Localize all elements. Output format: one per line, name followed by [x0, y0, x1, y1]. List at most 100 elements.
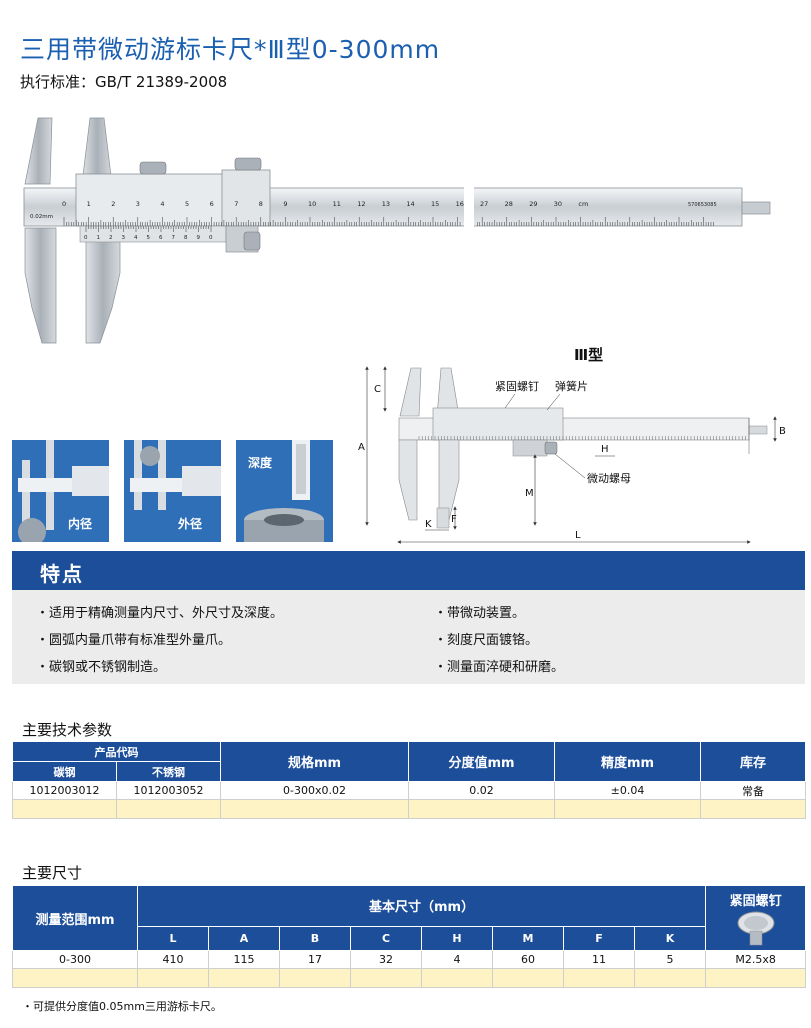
dim-label-f: F — [451, 514, 457, 525]
th-accuracy: 精度mm — [554, 741, 701, 782]
page-title: 三用带微动游标卡尺*Ⅲ型0-300mm — [20, 35, 441, 64]
vernier-number: 6 — [159, 235, 163, 241]
cell-stainless: 1012003052 — [116, 781, 221, 800]
features-header: 特点 — [12, 551, 805, 590]
features-title: 特点 — [40, 562, 84, 586]
cell-dim-c: 32 — [350, 950, 422, 969]
scale-number: 1 — [87, 200, 91, 208]
th-stock: 库存 — [700, 741, 806, 782]
scale-number: 7 — [234, 200, 238, 208]
th-dim-l: L — [137, 925, 209, 952]
photo-outer-diameter: 外径 — [124, 440, 221, 542]
th-dim-h: H — [421, 925, 493, 952]
feature-item: ・碳钢或不锈钢制造。 — [36, 660, 167, 675]
features-box: ・适用于精确测量内尺寸、外尺寸及深度。 ・带微动装置。 ・圆弧内量爪带有标准型外… — [12, 590, 805, 684]
th-product-code: 产品代码 — [12, 741, 221, 762]
dimension-diagram: A C M B L H K F 紧固螺钉 弹簧片 微动螺母 — [358, 366, 786, 544]
dim-label-k: K — [425, 519, 432, 530]
vernier-number: 9 — [197, 235, 201, 241]
cell-stock: 常备 — [700, 781, 806, 800]
scale-number: 2 — [111, 200, 115, 208]
tech-params-title: 主要技术参数 — [22, 721, 113, 739]
scale-number: cm — [578, 200, 588, 208]
photo-caption-depth: 深度 — [248, 456, 273, 470]
vernier-number: 1 — [97, 235, 101, 241]
scale-number: 5 — [185, 200, 189, 208]
scale-number: 29 — [529, 200, 537, 208]
dim-label-b: B — [779, 426, 786, 437]
footnote: ・可提供分度值0.05mm三用游标卡尺。 — [22, 1000, 222, 1013]
th-dim-f: F — [563, 925, 635, 952]
cell-screw: M2.5x8 — [705, 950, 807, 969]
scale-number: 4 — [160, 200, 164, 208]
cell-accuracy: ±0.04 — [554, 781, 701, 800]
dim-label-m: M — [525, 488, 534, 499]
cell-dim-l: 410 — [137, 950, 209, 969]
th-basic-dims: 基本尺寸（mm） — [136, 885, 707, 927]
photo-inner-diameter: 内径 — [12, 440, 109, 542]
diagram-type-label: Ⅲ型 — [574, 346, 604, 364]
dimensions-title: 主要尺寸 — [22, 864, 83, 882]
scale-number: 11 — [333, 200, 341, 208]
th-dim-m: M — [492, 925, 564, 952]
vernier-number: 5 — [147, 235, 151, 241]
vernier-number: 0 — [209, 235, 213, 241]
scale-number: 15 — [431, 200, 439, 208]
cell-dim-b: 17 — [279, 950, 351, 969]
cell-dim-a: 115 — [208, 950, 280, 969]
cell-dim-h: 4 — [421, 950, 493, 969]
th-screw: 紧固螺钉 — [705, 885, 807, 951]
dim-label-c: C — [374, 384, 381, 395]
scale-number: 12 — [357, 200, 365, 208]
label-fine-nut: 微动螺母 — [587, 471, 631, 485]
tech-params-table: 产品代码 规格mm 分度值mm 精度mm 库存 碳钢 不锈钢 101200301… — [12, 741, 806, 819]
cell-dim-m: 60 — [492, 950, 564, 969]
scale-number: 28 — [505, 200, 513, 208]
scale-number: 3 — [136, 200, 140, 208]
cell-dim-k: 5 — [633, 950, 707, 969]
dim-label-a: A — [358, 442, 365, 453]
scale-number: 14 — [406, 200, 414, 208]
th-dim-a: A — [208, 925, 280, 952]
vernier-number: 3 — [122, 235, 126, 241]
cell-range: 0-300 — [12, 950, 138, 969]
vernier-number: 2 — [109, 235, 113, 241]
cell-dim-f: 11 — [563, 950, 635, 969]
vernier-number: 4 — [134, 235, 138, 241]
feature-item: ・适用于精确测量内尺寸、外尺寸及深度。 — [36, 606, 284, 621]
feature-item: ・测量面淬硬和研磨。 — [434, 660, 565, 675]
photo-depth: 深度 — [236, 440, 333, 542]
standard-text: 执行标准：GB/T 21389-2008 — [20, 73, 228, 91]
resolution-label: 0.02mm — [30, 214, 53, 220]
dim-label-h: H — [601, 444, 609, 455]
feature-item: ・圆弧内量爪带有标准型外量爪。 — [36, 633, 232, 648]
th-screw-label: 紧固螺钉 — [729, 894, 782, 909]
vernier-number: 7 — [172, 235, 176, 241]
dimensions-table: 测量范围mm 基本尺寸（mm） 紧固螺钉 L A B C H M F K 0-3… — [12, 885, 807, 988]
feature-item: ・带微动装置。 — [434, 606, 526, 621]
cell-resolution: 0.02 — [408, 781, 555, 800]
scale-number: 13 — [382, 200, 390, 208]
feature-item: ・刻度尺面镀铬。 — [434, 633, 539, 648]
screw-icon — [737, 911, 775, 946]
th-spec: 规格mm — [220, 741, 409, 782]
vernier-number: 8 — [184, 235, 188, 241]
th-carbon: 碳钢 — [12, 761, 117, 782]
scale-number: 8 — [259, 200, 263, 208]
photo-caption-inner: 内径 — [68, 517, 93, 531]
th-dim-b: B — [279, 925, 351, 952]
label-spring-plate: 弹簧片 — [555, 379, 588, 393]
scale-number: 9 — [283, 200, 287, 208]
th-dim-c: C — [350, 925, 422, 952]
scale-number: 27 — [480, 200, 488, 208]
scale-number: 16 — [456, 200, 464, 208]
cell-carbon: 1012003012 — [12, 781, 117, 800]
photo-caption-outer: 外径 — [178, 517, 203, 531]
vernier-number: 0 — [84, 235, 88, 241]
scale-number: 10 — [308, 200, 316, 208]
scale-number: 30 — [554, 200, 562, 208]
th-range: 测量范围mm — [12, 885, 138, 951]
cell-spec: 0-300x0.02 — [220, 781, 409, 800]
th-stainless: 不锈钢 — [116, 761, 221, 782]
